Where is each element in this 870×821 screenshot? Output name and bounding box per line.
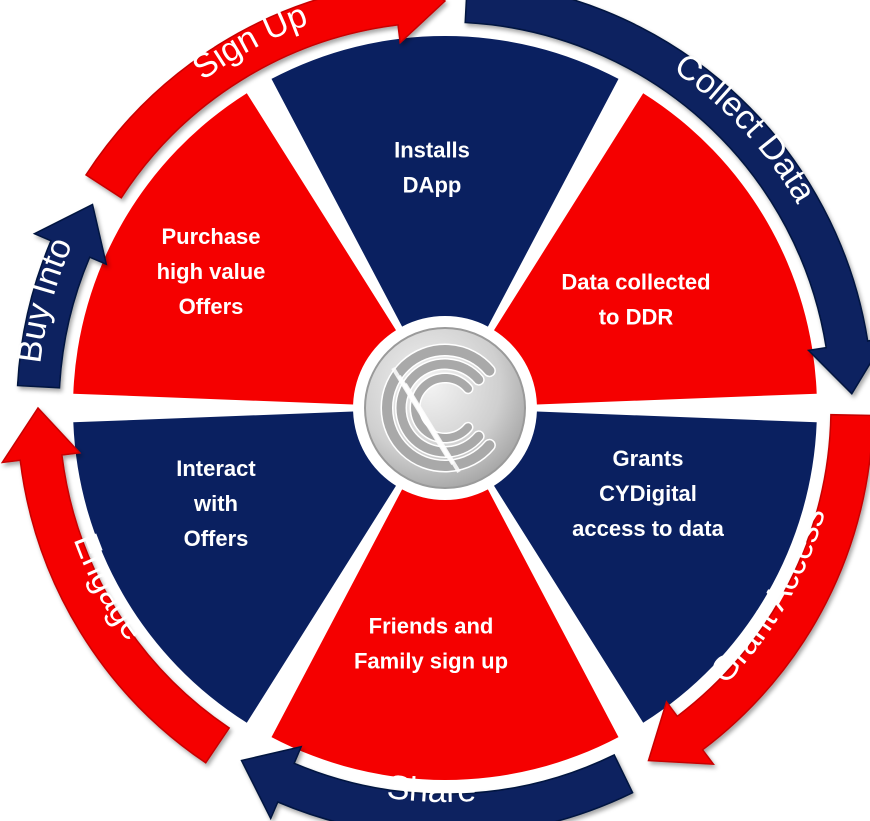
arrow-sign-up (84, 0, 447, 199)
arrow-buy-into (16, 203, 108, 389)
arrow-engage (0, 406, 231, 764)
segment-data-collected (494, 93, 817, 405)
arrow-collect-data (464, 0, 870, 396)
segment-interact-offers (73, 411, 397, 723)
segments-layer (73, 35, 817, 781)
segment-friends-family (271, 489, 619, 781)
segment-purchase-offers (73, 93, 397, 405)
segment-grants-access (494, 411, 817, 723)
center-logo (358, 321, 532, 495)
arrow-label-share: Share (385, 768, 477, 810)
cydigital-c-logo-icon (380, 343, 496, 474)
segment-installs-dapp (271, 35, 619, 327)
arrow-share (240, 745, 634, 821)
arrow-grant-access (647, 413, 870, 766)
